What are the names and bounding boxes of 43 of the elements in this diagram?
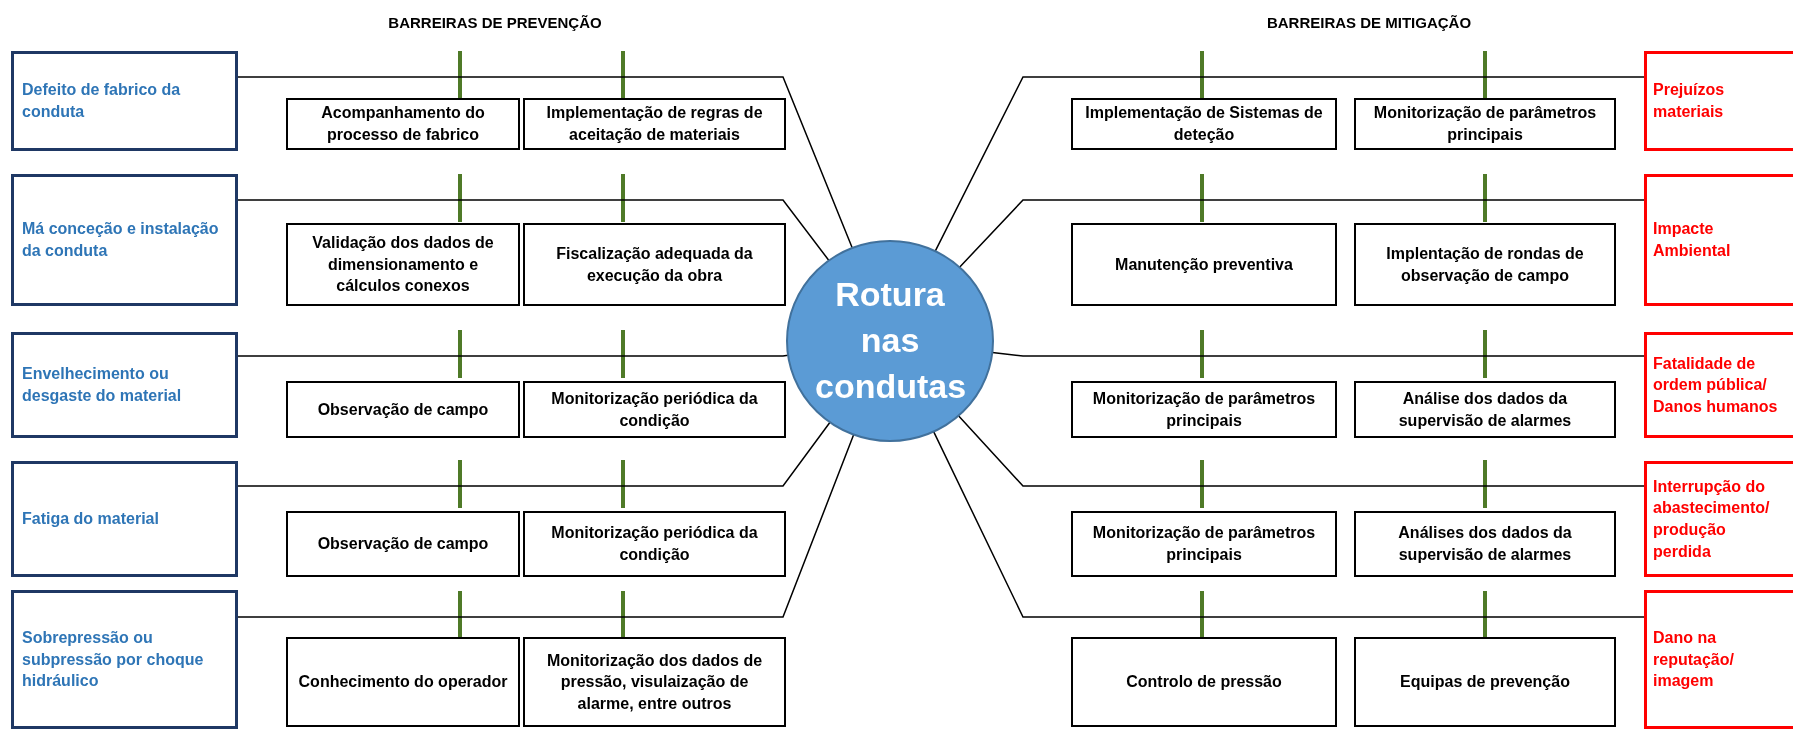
- connector-line: [237, 433, 855, 618]
- consequence-box: Interrupção do abastecimento/ produção perdida: [1644, 461, 1793, 577]
- connector-line: [934, 76, 1645, 252]
- consequence-box: Fatalidade de ordem pública/ Danos humanos: [1644, 332, 1793, 438]
- prevention-barrier-box: Validação dos dados de dimensionamento e cálculos conexos: [286, 223, 520, 306]
- mitigation-barrier-box: Controlo de pressão: [1071, 637, 1337, 727]
- connector-line: [957, 414, 1645, 487]
- mitigation-barrier-box: Implentação de rondas de observação de campo: [1354, 223, 1616, 306]
- mitigation-barrier-box: Análise dos dados da supervisão de alarmes: [1354, 381, 1616, 438]
- mitigation-barrier-box: Manutenção preventiva: [1071, 223, 1337, 306]
- cause-box: Sobrepressão ou subpressão por choque hidráulico: [11, 590, 238, 729]
- connector-line: [237, 76, 854, 249]
- connector-line: [237, 199, 830, 262]
- cause-box: Envelhecimento ou desgaste do material: [11, 332, 238, 438]
- cause-box: Má conceção e instalação da conduta: [11, 174, 238, 306]
- mitigation-barrier-box: Monitorização de parâmetros principais: [1354, 98, 1616, 150]
- mitigation-barrier-box: Implementação de Sistemas de deteção: [1071, 98, 1337, 150]
- prevention-barrier-box: Implementação de regras de aceitação de materiais: [523, 98, 786, 150]
- consequence-box: Dano na reputação/ imagem: [1644, 590, 1793, 729]
- prevention-barrier-box: Observação de campo: [286, 511, 520, 577]
- prevention-barrier-box: Monitorização dos dados de pressão, visulaização de alarme, entre outros: [523, 637, 786, 727]
- connector-line: [932, 430, 1645, 618]
- section-heading: BARREIRAS DE MITIGAÇÃO: [1266, 14, 1472, 31]
- prevention-barrier-box: Monitorização periódica da condição: [523, 511, 786, 577]
- top-event-text: Rotura nas condutas: [815, 274, 965, 407]
- consequence-box: Prejuízos materiais: [1644, 51, 1793, 151]
- consequence-box: Impacte Ambiental: [1644, 174, 1793, 306]
- mitigation-barrier-box: Equipas de prevenção: [1354, 637, 1616, 727]
- mitigation-barrier-box: Monitorização de parâmetros principais: [1071, 381, 1337, 438]
- section-heading: BARREIRAS DE PREVENÇÃO: [388, 14, 602, 31]
- connector-line: [958, 199, 1645, 268]
- prevention-barrier-box: Fiscalização adequada da execução da obra: [523, 223, 786, 306]
- prevention-barrier-box: Conhecimento do operador: [286, 637, 520, 727]
- cause-box: Defeito de fabrico da conduta: [11, 51, 238, 151]
- top-event-circle: [786, 240, 994, 442]
- connector-line: [237, 354, 789, 357]
- cause-box: Fatiga do material: [11, 461, 238, 577]
- prevention-barrier-box: Monitorização periódica da condição: [523, 381, 786, 438]
- mitigation-barrier-box: Análises dos dados da supervisão de alarmes: [1354, 511, 1616, 577]
- connector-line: [237, 421, 831, 487]
- mitigation-barrier-box: Monitorização de parâmetros principais: [1071, 511, 1337, 577]
- prevention-barrier-box: Acompanhamento do processo de fabrico: [286, 98, 520, 150]
- prevention-barrier-box: Observação de campo: [286, 381, 520, 438]
